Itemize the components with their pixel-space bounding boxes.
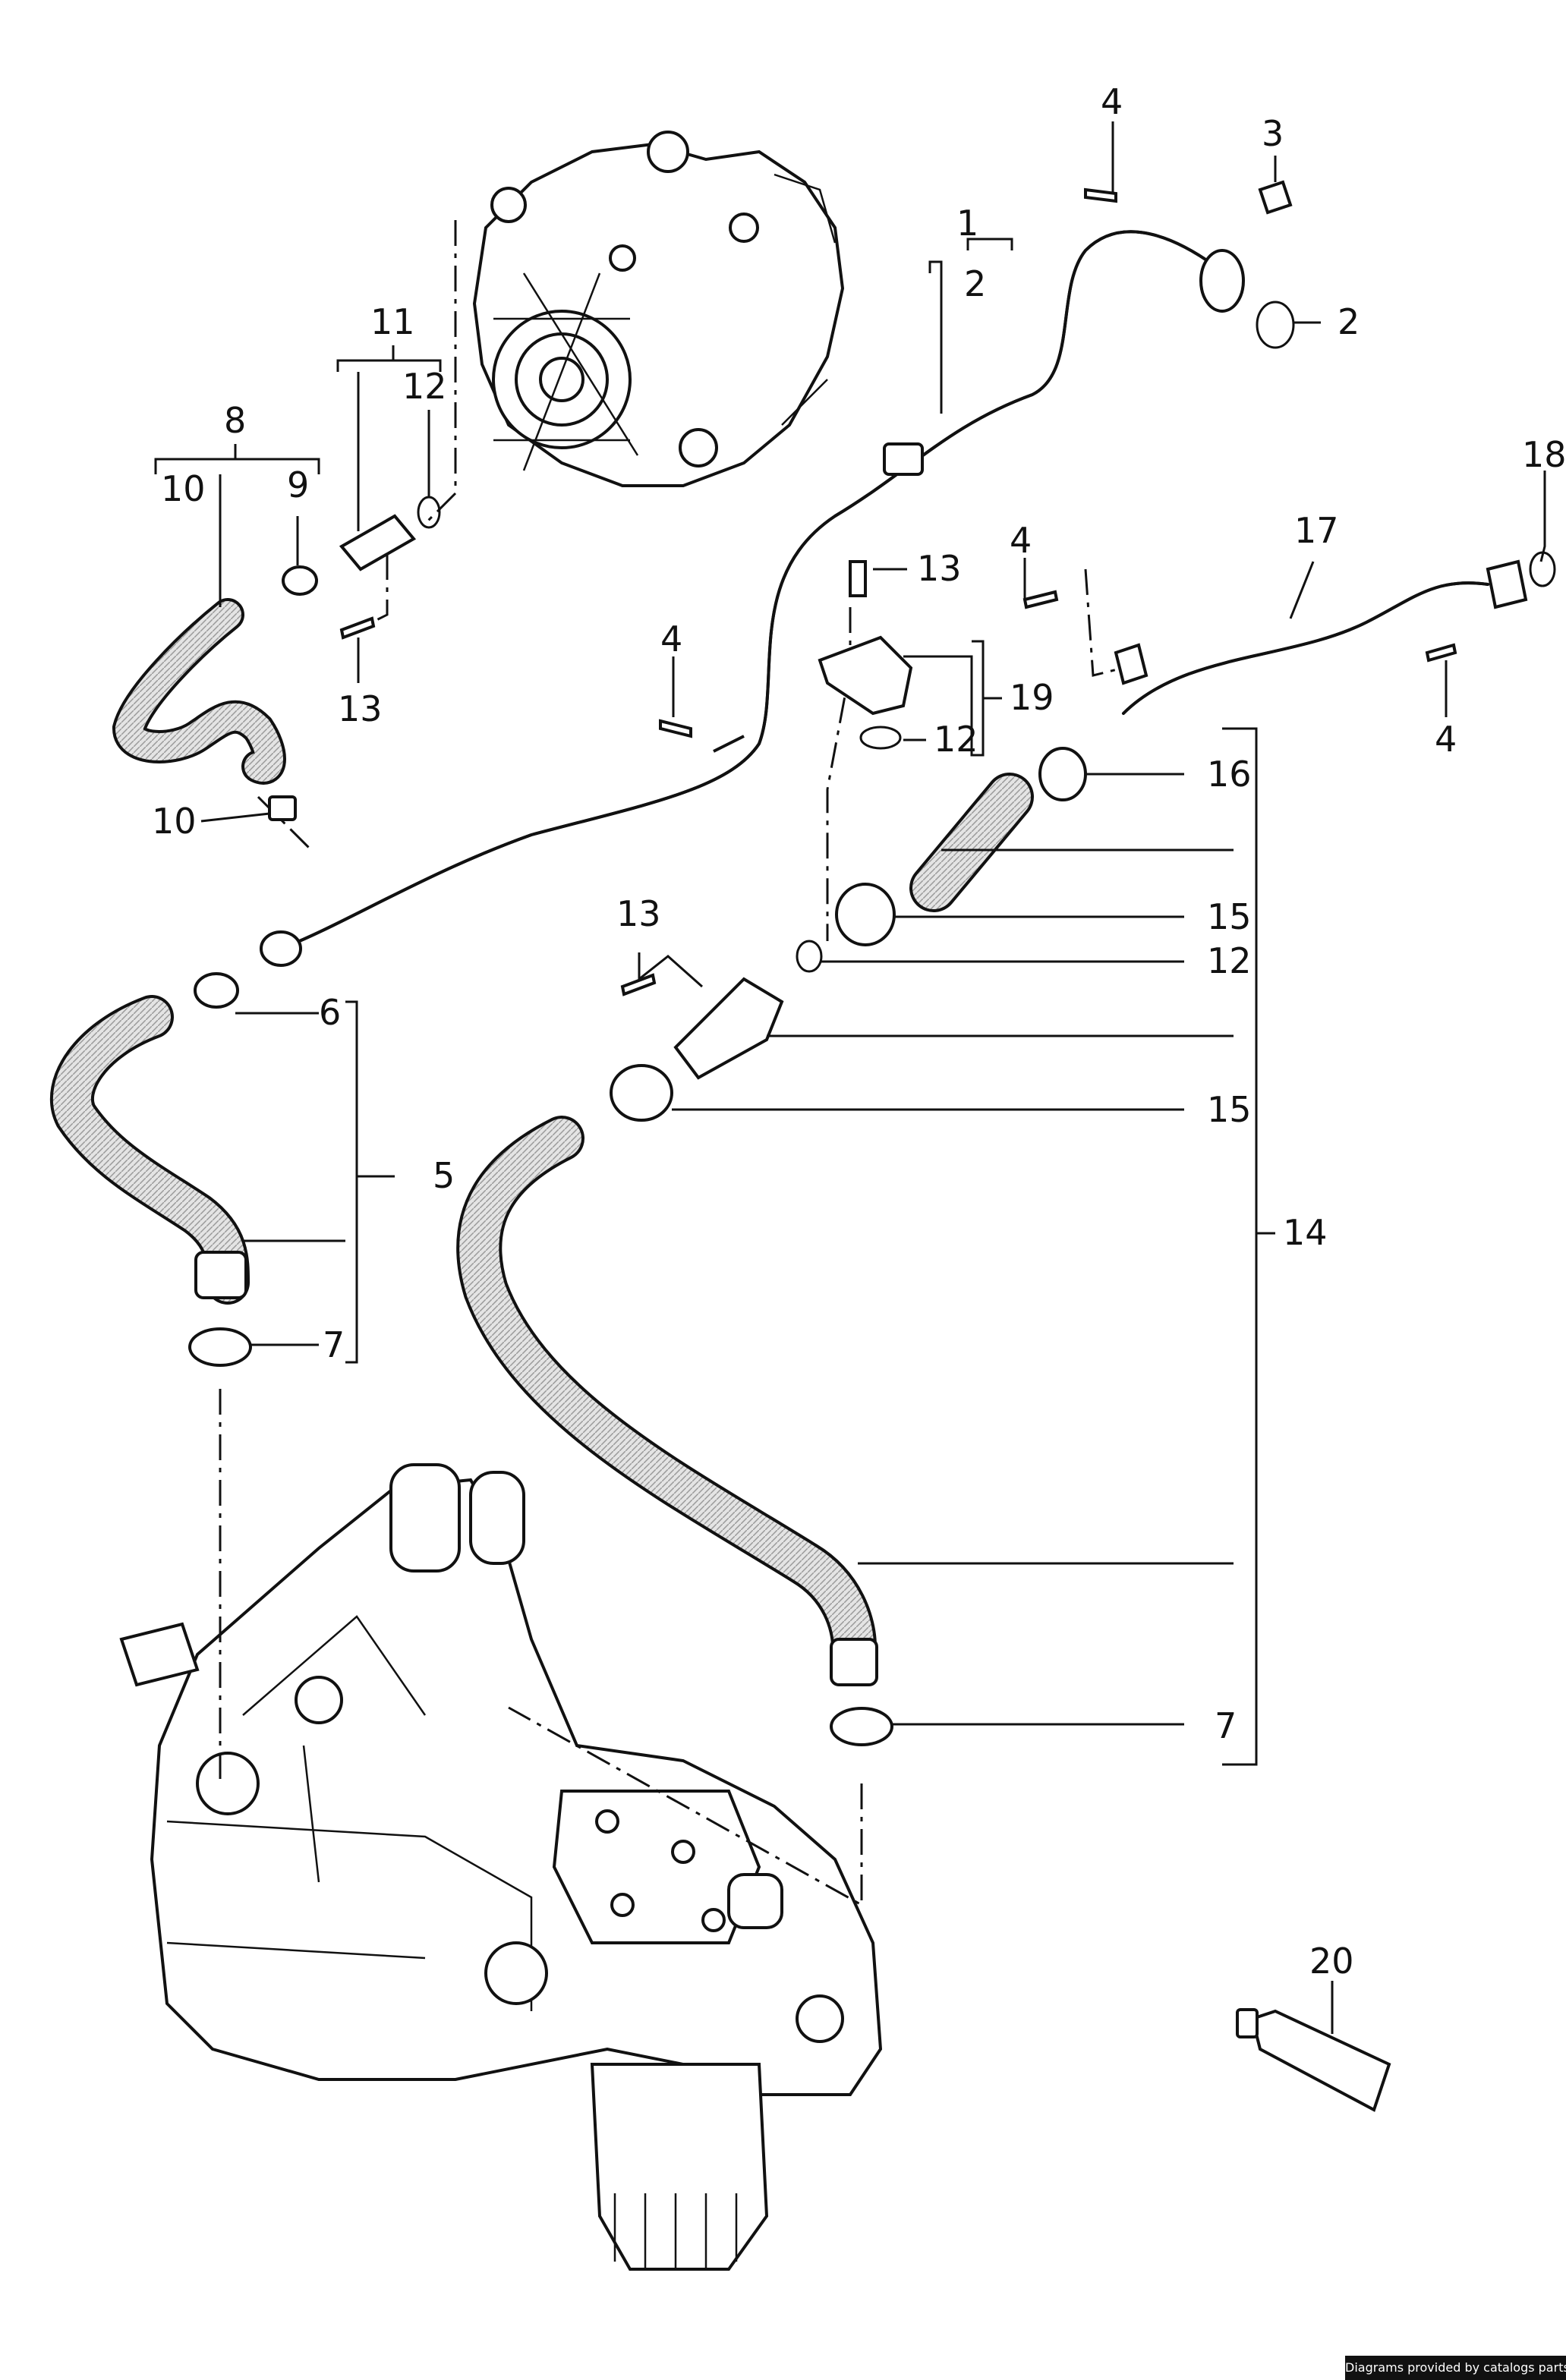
sealant-tube-20 (1250, 2009, 1391, 2112)
callout-9: 9 (287, 464, 309, 505)
callout-8: 8 (224, 400, 246, 441)
oil-filter-housing (119, 1463, 883, 2271)
flange-19 (818, 635, 913, 716)
provider-credit: Diagrams provided by catalogs parts (1345, 2356, 1566, 2380)
callout-13-top: 13 (917, 548, 962, 589)
alternator (472, 131, 845, 487)
callout-14: 14 (1283, 1212, 1328, 1253)
callout-10-top: 10 (161, 468, 206, 509)
callout-13-mid: 13 (616, 893, 661, 934)
callout-18: 18 (1522, 434, 1566, 475)
callout-3: 3 (1262, 113, 1284, 154)
small-components (188, 180, 1457, 2112)
coolant-pipe-17 (1122, 581, 1489, 715)
callout-20: 20 (1309, 1941, 1354, 1982)
callout-5: 5 (433, 1155, 455, 1196)
bolt-4-right-b (1425, 643, 1457, 663)
callout-2-oring: 2 (1338, 301, 1360, 342)
clamp-6 (194, 972, 239, 1009)
callout-4-top: 4 (1101, 81, 1123, 122)
screw-3 (1258, 180, 1293, 215)
leader-lines (154, 121, 1556, 2034)
connector-14 (673, 977, 784, 1080)
callout-10-connector: 10 (152, 801, 197, 842)
o-ring-2 (1256, 301, 1295, 349)
callout-1: 1 (956, 203, 978, 244)
bolt-4-top (1084, 187, 1117, 203)
connector-10 (268, 795, 297, 821)
callout-16: 16 (1207, 754, 1252, 795)
o-ring-12-top (417, 496, 441, 529)
callout-13-left: 13 (338, 688, 383, 729)
callout-labels: 1 2 2 3 4 4 4 4 5 6 7 7 8 9 10 10 11 12 … (152, 81, 1566, 1982)
callout-15-lower: 15 (1207, 1089, 1252, 1130)
hose-fitting-11 (339, 514, 417, 571)
callout-11: 11 (370, 301, 415, 342)
callout-12-alternator: 12 (402, 366, 447, 407)
callout-4-mid: 4 (660, 619, 682, 660)
callout-12-mid: 12 (1207, 940, 1252, 981)
callout-19: 19 (1010, 677, 1054, 718)
callout-6: 6 (319, 992, 341, 1033)
callout-7-right: 7 (1215, 1705, 1237, 1746)
callout-15-upper: 15 (1207, 896, 1252, 937)
screw-13-left (339, 616, 376, 640)
callout-4-right-lower: 4 (1435, 719, 1457, 760)
clamp-7-left (188, 1327, 252, 1367)
callout-12-flange: 12 (934, 719, 978, 760)
screw-13-top (849, 560, 867, 597)
bolt-4-mid (659, 719, 692, 738)
callout-17: 17 (1294, 510, 1339, 551)
bolt-4-right-a (1022, 590, 1059, 609)
assembly-centerlines (219, 220, 1124, 1907)
hoses (50, 598, 1034, 1686)
clamp-15-upper (835, 883, 896, 946)
coolant-pipes (260, 230, 1528, 967)
clamp-7-right (830, 1707, 893, 1746)
callout-7-left: 7 (323, 1324, 345, 1365)
callout-4-right-upper: 4 (1010, 520, 1032, 561)
screw-13-mid (620, 973, 657, 996)
clamp-9 (282, 565, 318, 596)
clamp-16 (1038, 747, 1087, 801)
callout-2-bracket: 2 (964, 263, 986, 304)
o-ring-12-mid (796, 940, 823, 973)
o-ring-12-flange (859, 726, 902, 750)
clamp-15-lower (610, 1064, 673, 1122)
